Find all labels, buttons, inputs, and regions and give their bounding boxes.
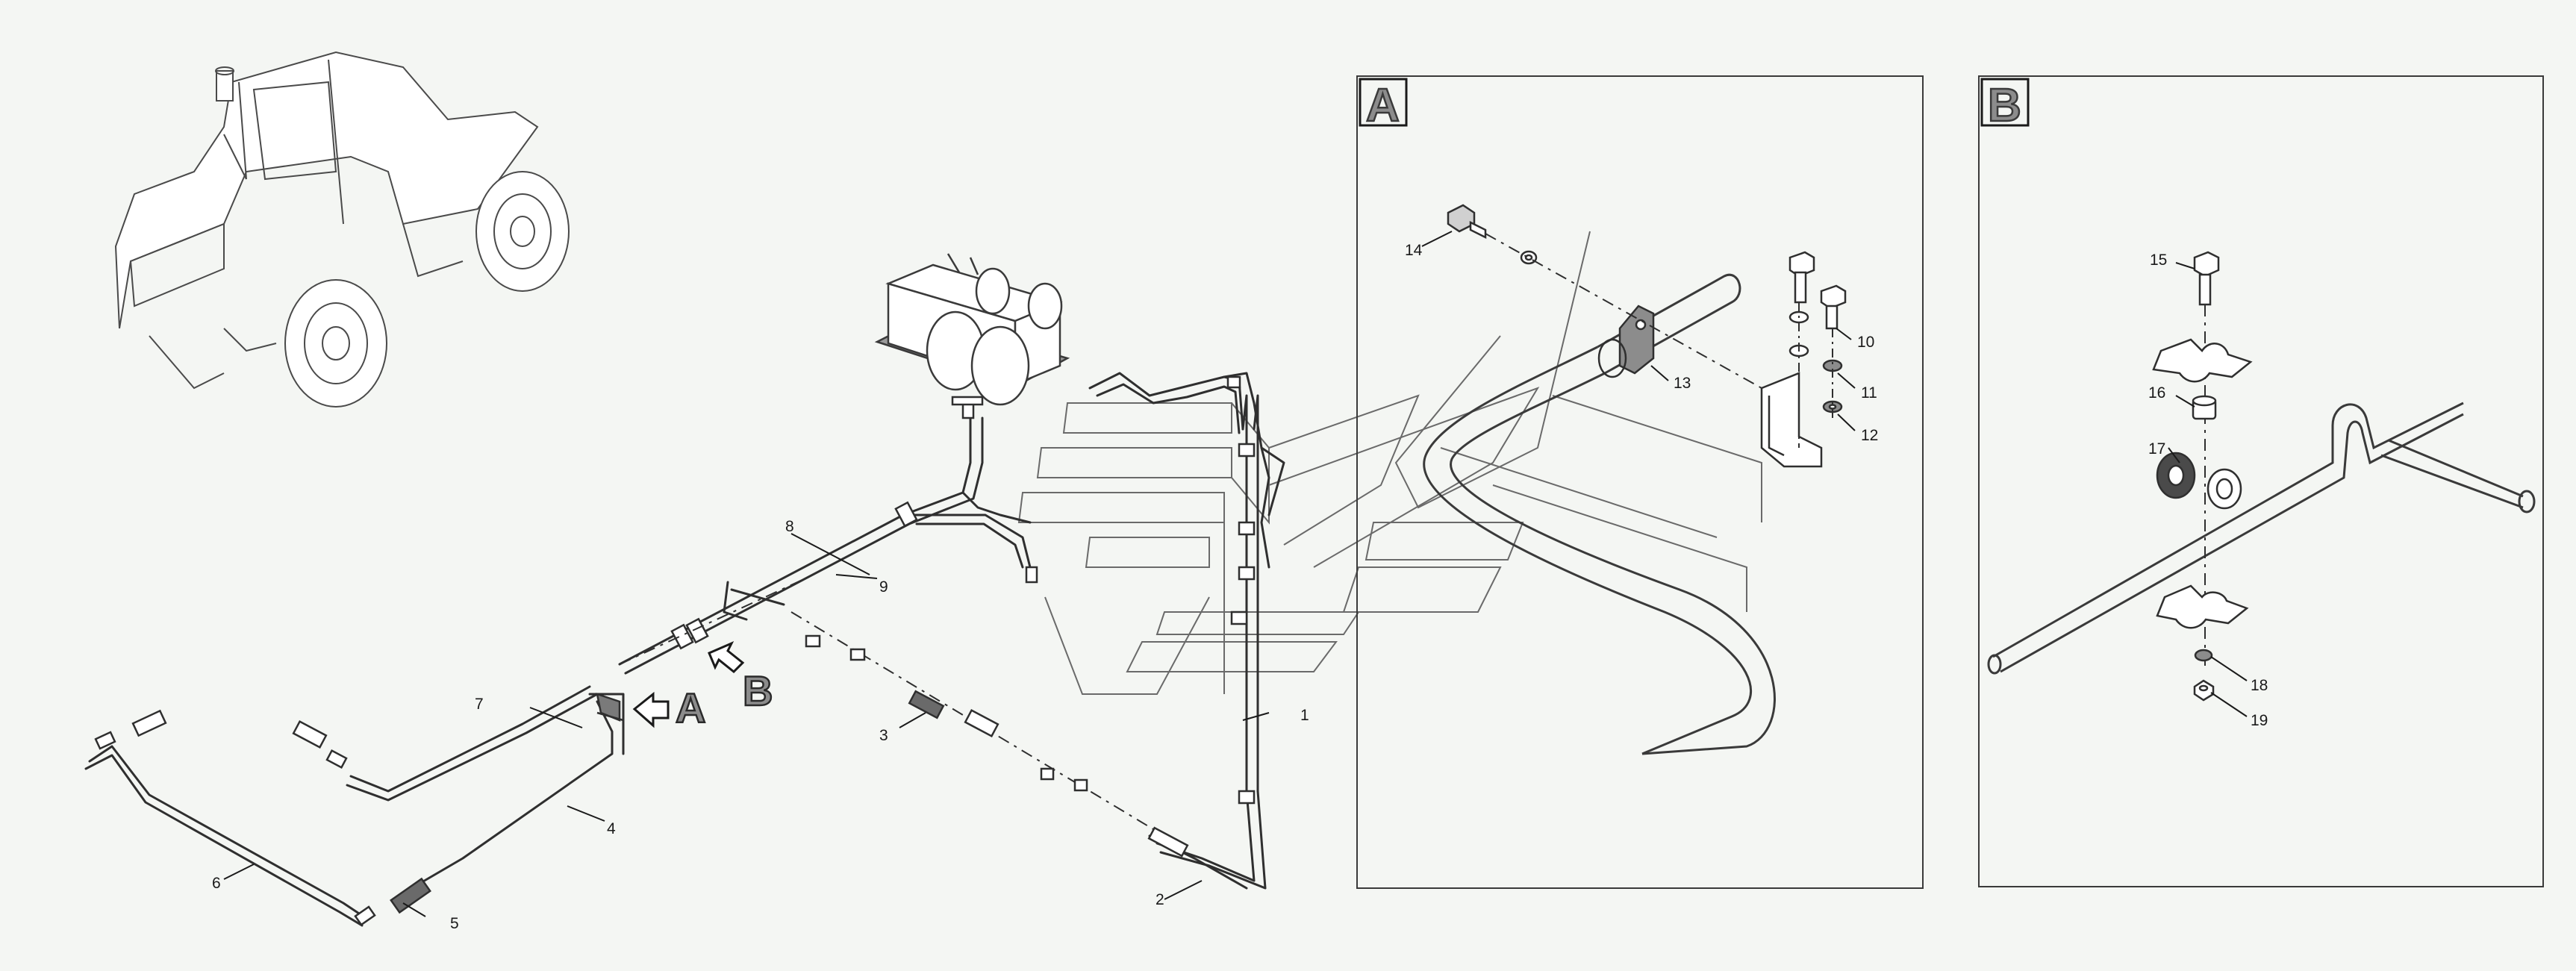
callout-10: 10 <box>1857 334 1874 351</box>
heater-unit <box>874 253 1070 406</box>
callout-6: 6 <box>212 875 221 892</box>
callout-17: 17 <box>2148 440 2165 458</box>
detail-a-label: A <box>1366 80 1400 131</box>
callout-2: 2 <box>1156 891 1164 908</box>
callout-14: 14 <box>1405 242 1423 259</box>
view-marker-b: B <box>743 667 773 714</box>
hose-assembly <box>84 372 1285 927</box>
callout-12: 12 <box>1861 427 1878 444</box>
callout-8: 8 <box>785 518 794 535</box>
callout-4: 4 <box>607 820 616 837</box>
tractor-illustration <box>114 51 570 408</box>
callout-3: 3 <box>879 727 888 744</box>
callout-13: 13 <box>1674 375 1691 392</box>
fittings-chain <box>619 574 1189 858</box>
callout-9: 9 <box>879 578 888 596</box>
main-callouts <box>223 533 1270 917</box>
callout-15: 15 <box>2150 252 2167 269</box>
callout-1: 1 <box>1300 707 1309 724</box>
hose-end-fittings <box>94 709 431 926</box>
callout-18: 18 <box>2251 677 2268 694</box>
callout-5: 5 <box>450 915 459 932</box>
detail-a-panel: A <box>1356 75 1924 889</box>
callout-7: 7 <box>475 696 484 713</box>
callout-11: 11 <box>1861 384 1877 402</box>
view-arrow-a <box>632 691 670 728</box>
cab-floor-outline <box>1017 387 1540 695</box>
clamp-bracket-a <box>596 693 624 722</box>
callout-19: 19 <box>2251 712 2268 729</box>
detail-b-panel: B <box>1978 75 2544 887</box>
view-marker-a: A <box>676 684 705 731</box>
detail-b-label: B <box>1988 80 2021 131</box>
view-arrow-b <box>708 640 745 674</box>
hose-fittings <box>670 375 1256 805</box>
callout-16: 16 <box>2148 384 2165 402</box>
